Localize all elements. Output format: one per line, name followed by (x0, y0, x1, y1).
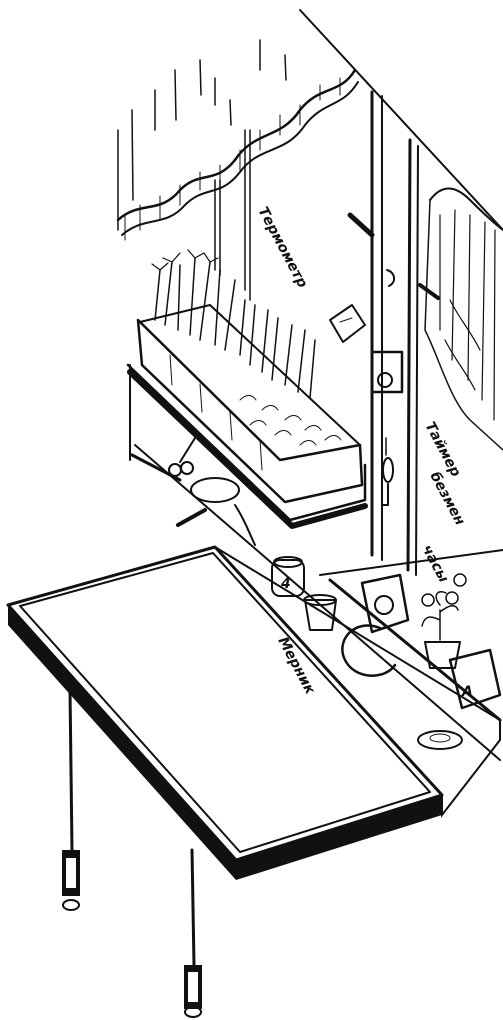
table-leg-right (184, 850, 202, 1017)
planter-shelf (128, 365, 365, 526)
table-leg-left (62, 690, 80, 910)
frying-pan (178, 478, 255, 545)
planter-box (138, 305, 362, 502)
steelyard-scale-icon (382, 438, 393, 505)
potted-plant (422, 574, 466, 668)
label-timer: Таймер (421, 419, 463, 479)
timer-icon (372, 352, 402, 392)
right-curtain (425, 188, 503, 450)
saucer (418, 731, 462, 749)
thermometer-icon (350, 215, 372, 235)
label-scale: безмен (426, 469, 468, 528)
scale-dial-icon (330, 305, 365, 342)
wall-hook-icon (387, 270, 438, 298)
scissors-icon (169, 438, 195, 476)
cup (304, 595, 336, 630)
label-thermometer: Термометр (254, 204, 310, 290)
fold-out-table (8, 547, 500, 880)
label-clock: часы (418, 542, 451, 585)
curtain-valance (118, 70, 358, 240)
